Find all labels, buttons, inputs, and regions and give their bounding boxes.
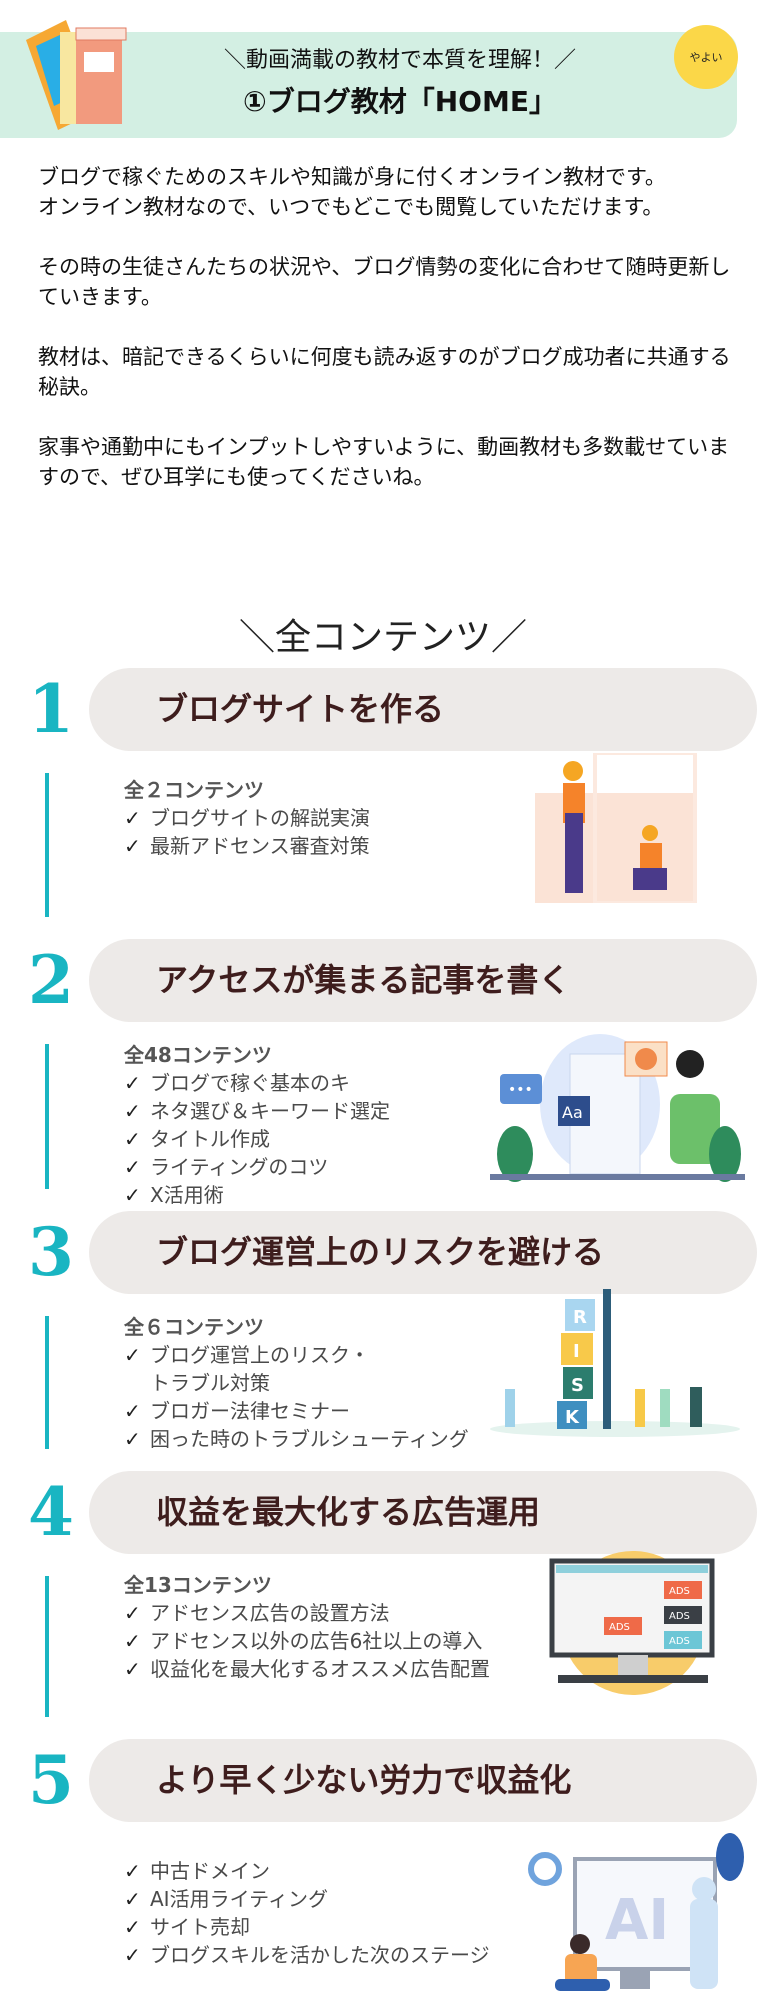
svg-text:K: K xyxy=(565,1407,580,1428)
content-item: ✓タイトル作成 xyxy=(124,1127,270,1151)
svg-text:I: I xyxy=(573,1341,580,1362)
content-count: 全２コンテンツ xyxy=(124,778,264,802)
check-icon: ✓ xyxy=(124,1629,141,1653)
content-item: ✓ブロガー法律セミナー xyxy=(124,1399,350,1423)
section-title-pill xyxy=(89,1739,757,1822)
check-icon: ✓ xyxy=(124,1859,141,1883)
check-icon: ✓ xyxy=(124,1427,141,1451)
section-divider-line xyxy=(45,1316,49,1449)
section-title: ブログサイトを作る xyxy=(156,690,445,728)
intro-paragraph: その時の生徒さんたちの状況や、ブログ情勢の変化に合わせて随時更新していきます。 xyxy=(38,255,731,309)
content-item: ✓アドセンス広告の設置方法 xyxy=(124,1601,390,1625)
ai-label: AI xyxy=(605,1888,669,1953)
check-icon: ✓ xyxy=(124,1887,141,1911)
section-contents: 全２コンテンツ ✓ブログサイトの解説実演 ✓最新アドセンス審査対策 xyxy=(124,776,370,860)
ai-robot-illustration: AI xyxy=(528,1833,744,1991)
hero-banner xyxy=(0,32,737,138)
ads-monitor-illustration: ADS ADS ADS ADS xyxy=(549,1551,715,1695)
intro-paragraph: ブログで稼ぐためのスキルや知識が身に付くオンライン教材です。 オンライン教材なの… xyxy=(38,165,666,219)
intro-text: ブログで稼ぐためのスキルや知識が身に付くオンライン教材です。 オンライン教材なの… xyxy=(38,162,738,522)
books-icon xyxy=(26,20,127,130)
all-contents-heading: ＼全コンテンツ／ xyxy=(238,617,527,658)
content-item: ✓最新アドセンス審査対策 xyxy=(124,834,370,858)
svg-text:S: S xyxy=(571,1375,584,1396)
content-item: ✓中古ドメイン xyxy=(124,1859,270,1883)
content-item: ✓ブログスキルを活かした次のステージ xyxy=(124,1943,490,1967)
content-item: ✓ブログサイトの解説実演 xyxy=(124,806,370,830)
check-icon: ✓ xyxy=(124,1601,141,1625)
section-divider-line xyxy=(45,1044,49,1189)
check-icon: ✓ xyxy=(124,1399,141,1423)
content-item: ✓収益化を最大化するオススメ広告配置 xyxy=(124,1657,490,1681)
intro-paragraph: 教材は、暗記できるくらいに何度も読み返すのがブログ成功者に共通する秘訣。 xyxy=(38,345,731,399)
section-title: ブログ運営上のリスクを避ける xyxy=(156,1233,605,1271)
section-contents: 全13コンテンツ✓アドセンス広告の設置方法✓アドセンス以外の広告6社以上の導入✓… xyxy=(124,1571,490,1683)
check-icon: ✓ xyxy=(124,1657,141,1681)
svg-text:ADS: ADS xyxy=(669,1636,690,1647)
content-count: 全48コンテンツ xyxy=(124,1043,272,1067)
section-number: 2 xyxy=(28,941,74,1019)
content-count: 全13コンテンツ xyxy=(124,1573,272,1597)
section-number: 1 xyxy=(28,670,74,748)
content-count: 全６コンテンツ xyxy=(124,1315,264,1339)
section-divider-line xyxy=(45,773,49,917)
content-item: ✓ライティングのコツ xyxy=(124,1155,329,1179)
svg-text:ADS: ADS xyxy=(609,1622,630,1633)
section-number: 4 xyxy=(28,1473,74,1551)
svg-text:ADS: ADS xyxy=(669,1586,690,1597)
check-icon: ✓ xyxy=(124,1127,141,1151)
author-badge: やよい xyxy=(674,25,738,89)
section-title-pill xyxy=(89,939,757,1022)
hero-subtitle: ＼動画満載の教材で本質を理解！／ xyxy=(223,48,576,73)
writing-woman-illustration: ••• Aa xyxy=(490,1034,745,1182)
section-title-pill xyxy=(89,1471,757,1554)
svg-text:•••: ••• xyxy=(508,1082,533,1098)
svg-text:ADS: ADS xyxy=(669,1611,690,1622)
intro-paragraph: 家事や通勤中にもインプットしやすいように、動画教材も多数載せていますので、ぜひ耳… xyxy=(38,435,730,489)
section-title: アクセスが集まる記事を書く xyxy=(156,961,571,999)
construction-workers-illustration xyxy=(535,753,697,903)
content-item: ✓サイト売却 xyxy=(124,1915,250,1939)
check-icon: ✓ xyxy=(124,1943,141,1967)
section-contents: 全６コンテンツ ✓ブログ運営上のリスク・ トラブル対策 ✓ブロガー法律セミナー ✓困っ… xyxy=(124,1313,469,1453)
section-contents: 全48コンテンツ✓ブログで稼ぐ基本のキ✓ネタ選び＆キーワード選定✓タイトル作成✓… xyxy=(124,1041,390,1209)
section-title-pill xyxy=(89,1211,757,1294)
content-item: ✓X活用術 xyxy=(124,1183,224,1207)
content-item: ✓困った時のトラブルシューティング xyxy=(124,1427,469,1451)
section-number: 5 xyxy=(28,1741,74,1819)
check-icon: ✓ xyxy=(124,806,141,830)
check-icon: ✓ xyxy=(124,1183,141,1207)
content-item: ✓AI活用ライティング xyxy=(124,1887,328,1911)
svg-text:R: R xyxy=(573,1307,587,1328)
section-divider-line xyxy=(45,1576,49,1717)
content-item: ✓ブログで稼ぐ基本のキ xyxy=(124,1071,350,1095)
section-title: より早く少ない労力で収益化 xyxy=(156,1761,572,1799)
check-icon: ✓ xyxy=(124,834,141,858)
check-icon: ✓ xyxy=(124,1915,141,1939)
aa-label: Aa xyxy=(562,1103,583,1122)
check-icon: ✓ xyxy=(124,1155,141,1179)
content-item: ✓アドセンス以外の広告6社以上の導入 xyxy=(124,1629,483,1653)
check-icon: ✓ xyxy=(124,1343,141,1367)
section-title: 収益を最大化する広告運用 xyxy=(156,1493,541,1531)
content-item: ✓ブログ運営上のリスク・ トラブル対策 xyxy=(124,1343,370,1395)
content-item: ✓ネタ選び＆キーワード選定 xyxy=(124,1099,390,1123)
check-icon: ✓ xyxy=(124,1099,141,1123)
section-title-pill xyxy=(89,668,757,751)
section-contents: ✓中古ドメイン ✓AI活用ライティング ✓サイト売却 ✓ブログスキルを活かした次のステ… xyxy=(124,1857,490,1969)
section-number: 3 xyxy=(28,1213,74,1291)
page-title: ①ブログ教材「HOME」 xyxy=(243,85,557,118)
check-icon: ✓ xyxy=(124,1071,141,1095)
